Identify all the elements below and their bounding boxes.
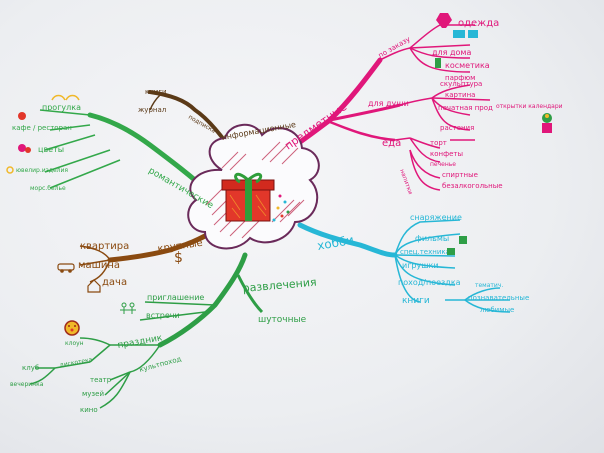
ring-icon xyxy=(6,166,14,174)
label-car: машина xyxy=(78,260,120,271)
label-cosmetics: косметика xyxy=(445,61,490,70)
stick-figures-icon xyxy=(120,302,136,314)
label-toys: игрушки xyxy=(402,261,439,270)
label-clown: клоун xyxy=(65,340,84,347)
label-cake: торт xyxy=(430,139,447,147)
label-plants: растения xyxy=(440,124,474,132)
label-disco: дискотека xyxy=(59,356,93,369)
gift-icon xyxy=(221,172,275,222)
label-for-soul: для души xyxy=(368,99,409,108)
flower-icon xyxy=(18,144,31,153)
label-museum: музей xyxy=(82,390,104,398)
cafe-cup-icon xyxy=(18,112,26,120)
label-cookies: печенье xyxy=(430,161,456,168)
label-magazine: журнал xyxy=(138,106,166,114)
label-favorite: любимые xyxy=(480,306,514,314)
label-sculpture: скульптура xyxy=(440,80,482,88)
house-icon xyxy=(87,279,101,293)
label-alcohol: спиртные xyxy=(442,171,478,179)
hobby-small-icon xyxy=(459,236,467,244)
clown-face-icon xyxy=(64,320,80,336)
dollar-icon: $ xyxy=(174,250,183,266)
label-flowers: цветы xyxy=(38,145,64,154)
label-cinema: кино xyxy=(80,406,98,414)
label-party: вечеринка xyxy=(10,381,44,388)
label-dacha: дача xyxy=(102,277,127,288)
hobby-subbranches xyxy=(394,219,511,313)
hobby-title: хобби xyxy=(316,233,355,253)
label-meetings: встречи xyxy=(146,311,180,320)
label-equipment: снаряжение xyxy=(410,213,462,222)
label-printed: печатная прод xyxy=(438,104,493,112)
label-thematic: тематич. xyxy=(475,282,503,289)
label-for-home: для дома xyxy=(432,48,471,57)
label-non-alcohol: безалкогольные xyxy=(442,182,503,190)
flower-pot-icon xyxy=(542,113,552,133)
label-campaign: культпоход xyxy=(138,355,182,374)
confetti-dots xyxy=(272,194,290,222)
romantic-subbranches xyxy=(39,109,121,189)
label-trip: поход/поездка xyxy=(398,278,461,287)
label-sweets: конфеты xyxy=(430,150,463,158)
dress-icon xyxy=(436,13,452,28)
label-tech: спец.техника xyxy=(400,248,450,256)
label-clothes: одежда xyxy=(458,18,499,29)
fun-subbranches xyxy=(29,301,216,409)
big-trunk xyxy=(107,227,218,263)
hobby-tech-icon xyxy=(447,248,455,255)
label-jewelry: ювелир.изделия xyxy=(16,167,68,174)
fun-title: развлечения xyxy=(242,276,317,295)
label-library: фильмы xyxy=(415,234,449,243)
label-by-order: по заказу xyxy=(377,35,412,60)
label-drinks: напитки xyxy=(398,168,414,195)
label-apartment: квартира xyxy=(80,241,129,252)
label-educational: познавательные xyxy=(468,294,529,302)
walk-sun-icon xyxy=(51,94,80,101)
label-walk: прогулка xyxy=(42,103,81,112)
label-perfume: парфюм xyxy=(445,74,475,82)
presents-subbranches xyxy=(379,24,491,191)
label-joke: шуточные xyxy=(258,315,307,325)
presents-trunk-taper xyxy=(329,103,401,122)
car-icon xyxy=(57,263,75,273)
info-subbranches xyxy=(148,91,161,111)
label-cafe: кафе / ресторан xyxy=(12,124,72,132)
sun-icon xyxy=(453,30,478,38)
label-books-hobby: книги xyxy=(402,296,430,306)
label-club: клуб xyxy=(22,364,39,372)
cosmetics-icon xyxy=(435,58,441,68)
label-invitation: приглашение xyxy=(147,293,204,302)
label-painting: картина xyxy=(445,91,475,99)
fun-trunk-joke xyxy=(236,274,264,314)
presents-trunk-food xyxy=(329,120,396,142)
label-sea: морс.белье xyxy=(30,185,66,192)
label-holiday: праздник xyxy=(117,333,164,351)
label-info-books: книги xyxy=(145,88,167,96)
label-theatre: театр xyxy=(90,376,112,384)
hobby-trunk xyxy=(297,222,398,258)
label-food: еда xyxy=(382,138,401,149)
label-postcards: открытки календари xyxy=(496,103,563,110)
romantic-trunk xyxy=(87,112,215,198)
